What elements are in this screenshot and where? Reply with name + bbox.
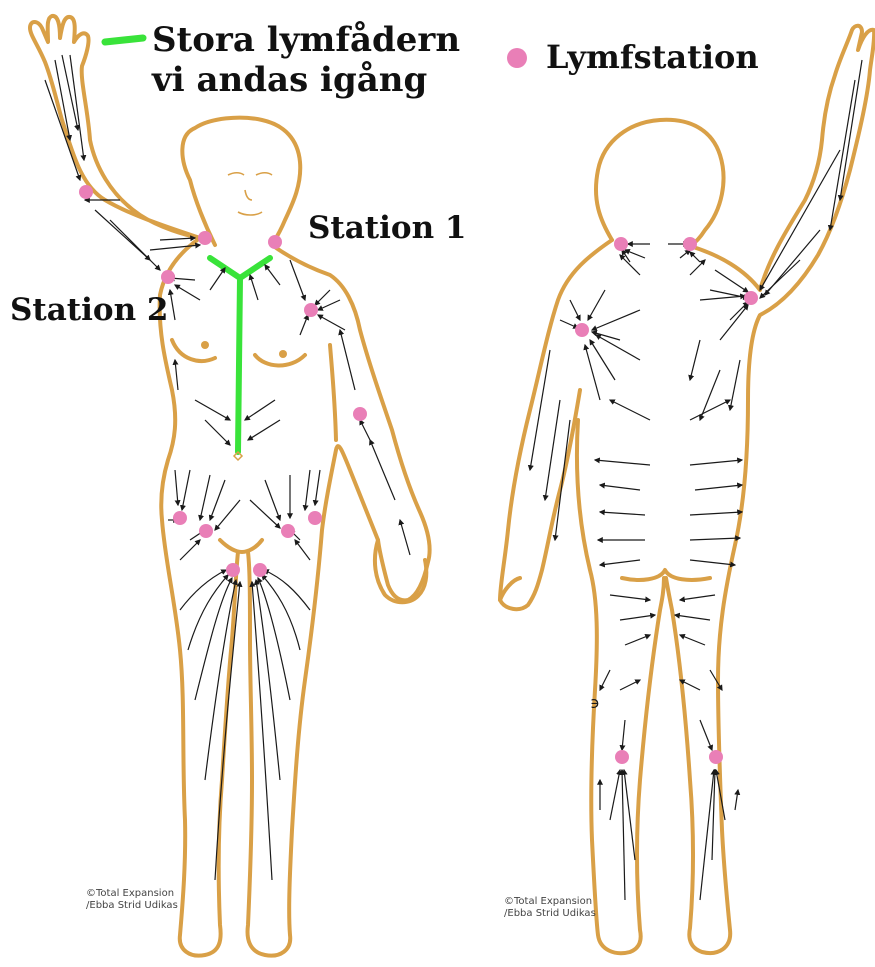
node-front-groin-2 bbox=[199, 524, 213, 538]
node-back-knee-right bbox=[709, 750, 723, 764]
node-front-groin-4 bbox=[308, 511, 322, 525]
node-front-axilla-right bbox=[304, 303, 318, 317]
front-flow-arrows bbox=[45, 55, 410, 880]
node-front-neck-left bbox=[198, 231, 212, 245]
copyright-front: ©Total Expansion /Ebba Strid Udikas bbox=[86, 888, 178, 912]
front-head bbox=[182, 118, 300, 245]
copyright-back: ©Total Expansion /Ebba Strid Udikas bbox=[504, 896, 596, 920]
node-front-elbow bbox=[353, 407, 367, 421]
legend-node-swatch bbox=[507, 48, 527, 68]
node-back-neck-right bbox=[683, 237, 697, 251]
legend-vessel-label: Stora lymfådern vi andas igång bbox=[152, 20, 460, 100]
node-back-axilla-left bbox=[575, 323, 589, 337]
front-face bbox=[228, 173, 272, 215]
legend-node-label: Lymfstation bbox=[546, 38, 759, 76]
copyright-front-line2: /Ebba Strid Udikas bbox=[86, 900, 178, 912]
legend-vessel-swatch bbox=[105, 38, 143, 42]
back-head bbox=[596, 120, 724, 246]
node-front-inguinal-1 bbox=[226, 563, 240, 577]
node-front-axilla-left bbox=[161, 270, 175, 284]
node-front-arm-upper bbox=[79, 185, 93, 199]
node-back-neck-left bbox=[614, 237, 628, 251]
front-crotch bbox=[220, 540, 262, 552]
node-front-neck-right bbox=[268, 235, 282, 249]
node-front-groin-1 bbox=[173, 511, 187, 525]
node-back-knee-left bbox=[615, 750, 629, 764]
node-back-axilla-right bbox=[744, 291, 758, 305]
legend-vessel-label-line2: vi andas igång bbox=[152, 60, 460, 100]
back-torso-right-lower bbox=[666, 400, 748, 953]
copyright-front-line1: ©Total Expansion bbox=[86, 888, 178, 900]
back-torso-left-lower bbox=[577, 420, 664, 953]
node-front-inguinal-2 bbox=[253, 563, 267, 577]
back-body bbox=[500, 26, 874, 953]
front-body bbox=[30, 16, 430, 956]
back-mark: ϶ bbox=[590, 693, 600, 712]
thoracic-duct bbox=[210, 258, 270, 452]
front-right-arm-inner bbox=[330, 345, 336, 440]
station-1-label: Station 1 bbox=[308, 210, 466, 246]
legend-vessel-label-line1: Stora lymfådern bbox=[152, 20, 460, 60]
copyright-back-line2: /Ebba Strid Udikas bbox=[504, 908, 596, 920]
front-nipple-left bbox=[201, 341, 209, 349]
station-2-label: Station 2 bbox=[10, 292, 168, 328]
copyright-back-line1: ©Total Expansion bbox=[504, 896, 596, 908]
node-front-groin-3 bbox=[281, 524, 295, 538]
front-nipple-right bbox=[279, 350, 287, 358]
front-torso-left bbox=[160, 238, 238, 956]
